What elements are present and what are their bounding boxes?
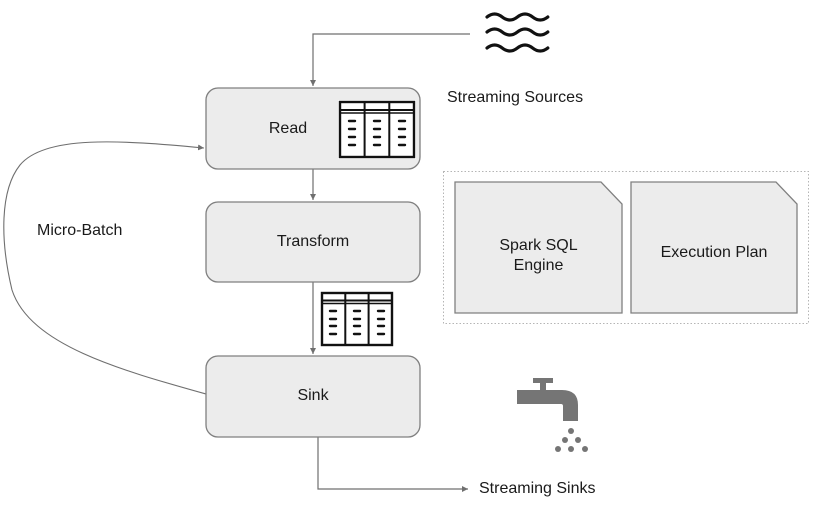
waves-icon bbox=[485, 12, 550, 53]
faucet-icon bbox=[517, 378, 588, 452]
transform-stage-label: Transform bbox=[276, 233, 350, 250]
transform-box bbox=[205, 201, 421, 283]
sources-to-read-arrow bbox=[310, 33, 470, 86]
spark-sql-engine-card bbox=[454, 181, 623, 314]
execution-plan-label: Execution Plan bbox=[660, 244, 768, 261]
spark-sql-engine-label-line2: Engine bbox=[513, 257, 564, 274]
streaming-sinks-label: Streaming Sinks bbox=[479, 480, 596, 497]
table-icon bbox=[320, 291, 394, 347]
streaming-sources-label: Streaming Sources bbox=[447, 89, 584, 106]
execution-plan-card bbox=[630, 181, 798, 314]
engine-group-container bbox=[443, 171, 809, 324]
read-stage-label: Read bbox=[268, 120, 308, 137]
table-icon bbox=[338, 100, 416, 159]
micro-batch-label: Micro-Batch bbox=[37, 222, 123, 239]
sink-stage-label: Sink bbox=[297, 387, 329, 404]
spark-sql-engine-label-line1: Spark SQL bbox=[499, 237, 578, 254]
sink-to-sinks-arrow bbox=[317, 437, 468, 492]
sink-box bbox=[205, 355, 421, 438]
spark-sql-engine-label: Spark SQL Engine bbox=[455, 236, 622, 276]
micro-batch-loop-arrow bbox=[3, 141, 207, 395]
